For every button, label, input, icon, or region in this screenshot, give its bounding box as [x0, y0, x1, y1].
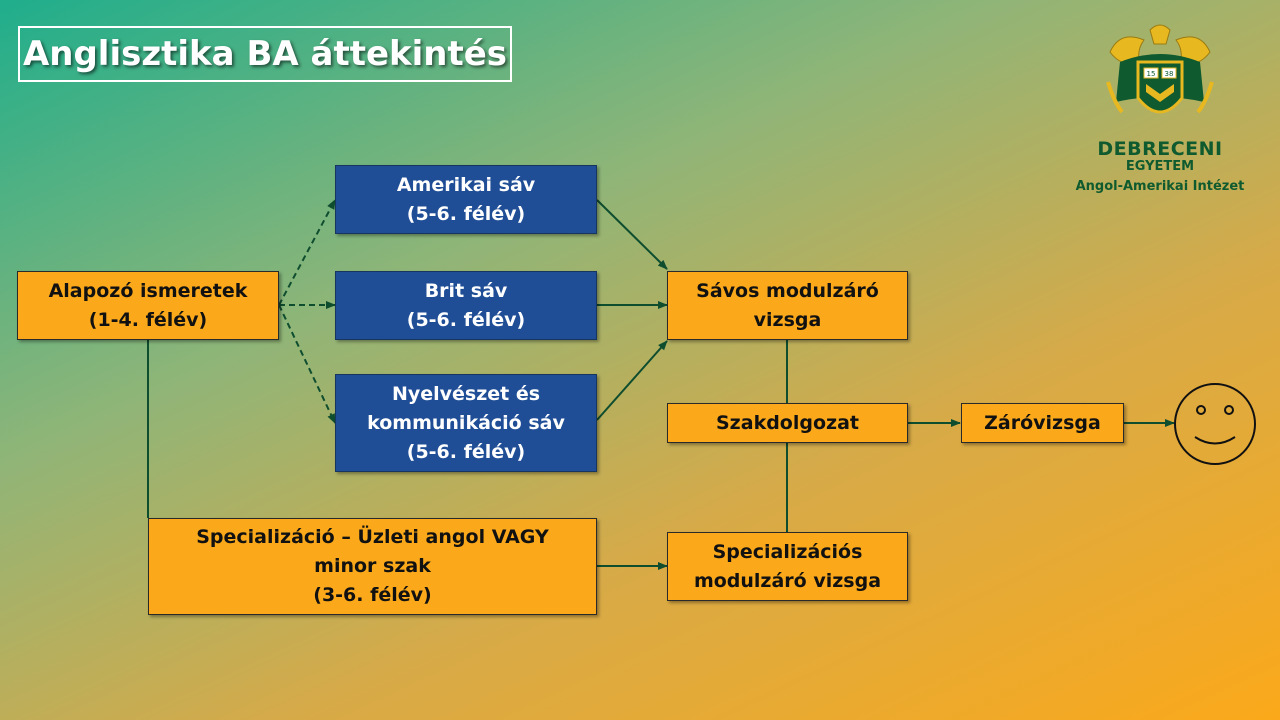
node-brit-sav: Brit sáv (5-6. félév): [335, 271, 597, 340]
university-crest-icon: 15 38: [1106, 24, 1214, 114]
arrow-amerikai-savos: [596, 199, 668, 270]
node-label: kommunikáció sáv: [367, 411, 565, 434]
node-zarovizsga: Záróvizsga: [961, 403, 1124, 443]
node-label: (5-6. félév): [406, 202, 526, 225]
crest-year-right: 38: [1165, 70, 1174, 78]
node-label: Szakdolgozat: [716, 411, 859, 434]
logo-institute: Angol-Amerikai Intézet: [1075, 179, 1245, 194]
node-label: Nyelvészet és: [391, 382, 541, 405]
node-label: Specializációs: [712, 540, 863, 563]
node-label: Sávos modulzáró: [696, 279, 879, 302]
logo-name-line1: DEBRECENI: [1097, 138, 1223, 160]
arrow-nyelveszet-savos: [596, 340, 668, 421]
node-label: Specializáció – Üzleti angol VAGY: [196, 526, 549, 548]
node-label: Záróvizsga: [984, 411, 1101, 434]
node-specializacio: Specializáció – Üzleti angol VAGY minor …: [148, 518, 597, 615]
node-label: Alapozó ismeretek: [48, 279, 248, 302]
smiley-icon: [1174, 383, 1256, 465]
node-label: (1-4. félév): [88, 308, 208, 331]
node-label: vizsga: [753, 308, 822, 331]
node-label: Brit sáv: [424, 279, 508, 302]
crest-year-left: 15: [1147, 70, 1156, 78]
node-specializacios-modulzaro-vizsga: Specializációs modulzáró vizsga: [667, 532, 908, 601]
node-label: Amerikai sáv: [396, 173, 536, 196]
logo-name-line2: EGYETEM: [1125, 159, 1195, 174]
node-label: modulzáró vizsga: [693, 569, 882, 592]
node-szakdolgozat: Szakdolgozat: [667, 403, 908, 443]
node-label: minor szak: [314, 555, 431, 577]
node-savos-modulzaro-vizsga: Sávos modulzáró vizsga: [667, 271, 908, 340]
node-label: (5-6. félév): [406, 440, 526, 463]
node-amerikai-sav: Amerikai sáv (5-6. félév): [335, 165, 597, 234]
arrow-alapozo-amerikai: [278, 199, 336, 306]
node-nyelveszet-sav: Nyelvészet és kommunikáció sáv (5-6. fél…: [335, 374, 597, 472]
node-label: (3-6. félév): [313, 584, 432, 606]
arrow-alapozo-nyelveszet: [278, 304, 336, 424]
node-label: (5-6. félév): [406, 308, 526, 331]
node-alapozo-ismeretek: Alapozó ismeretek (1-4. félév): [17, 271, 279, 340]
page-title: Anglisztika BA áttekintés: [18, 26, 512, 82]
